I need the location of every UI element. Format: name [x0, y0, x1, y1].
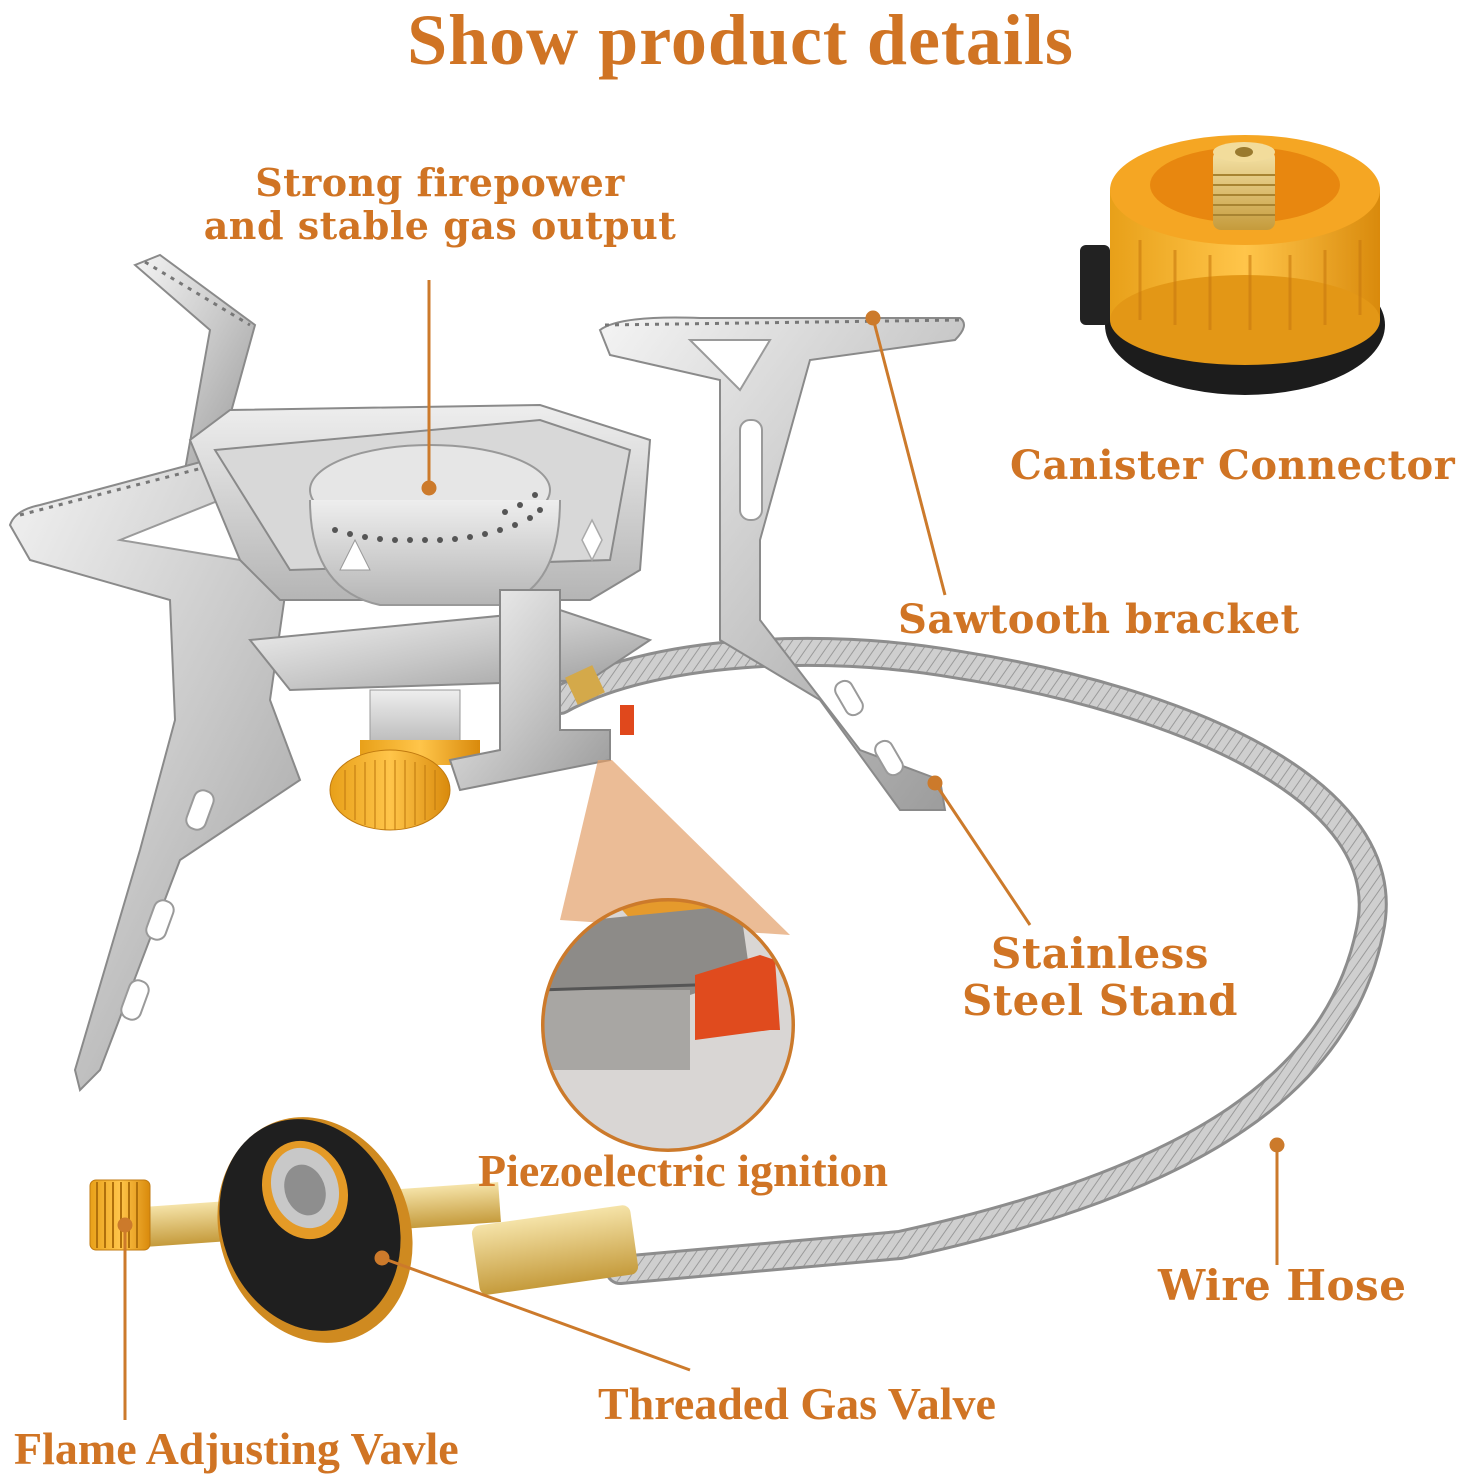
page-title: Show product details [407, 0, 1074, 80]
callout-leader-lines [117, 280, 1285, 1420]
callout-firepower-line1: Strong firepower [255, 160, 625, 205]
callout-firepower: Strong firepower and stable gas output [190, 160, 690, 248]
canister-connector-image [1080, 135, 1385, 395]
callout-stand-line2: Steel Stand [961, 976, 1239, 1026]
gas-valve-image [89, 1117, 639, 1343]
callout-canister-connector: Canister Connector [1010, 442, 1456, 489]
callout-flame-adjusting-valve: Flame Adjusting Vavle [14, 1423, 459, 1474]
callout-stand-line1: Stainless [991, 929, 1209, 978]
callout-piezo-ignition: Piezoelectric ignition [478, 1145, 889, 1196]
callout-threaded-gas-valve: Threaded Gas Valve [598, 1378, 996, 1429]
callout-sawtooth-bracket: Sawtooth bracket [898, 596, 1300, 643]
callout-stainless-stand: Stainless Steel Stand [955, 930, 1245, 1024]
ignition-detail-image [543, 900, 793, 1150]
callout-firepower-line2: and stable gas output [203, 202, 677, 248]
callout-wire-hose: Wire Hose [1158, 1261, 1407, 1310]
